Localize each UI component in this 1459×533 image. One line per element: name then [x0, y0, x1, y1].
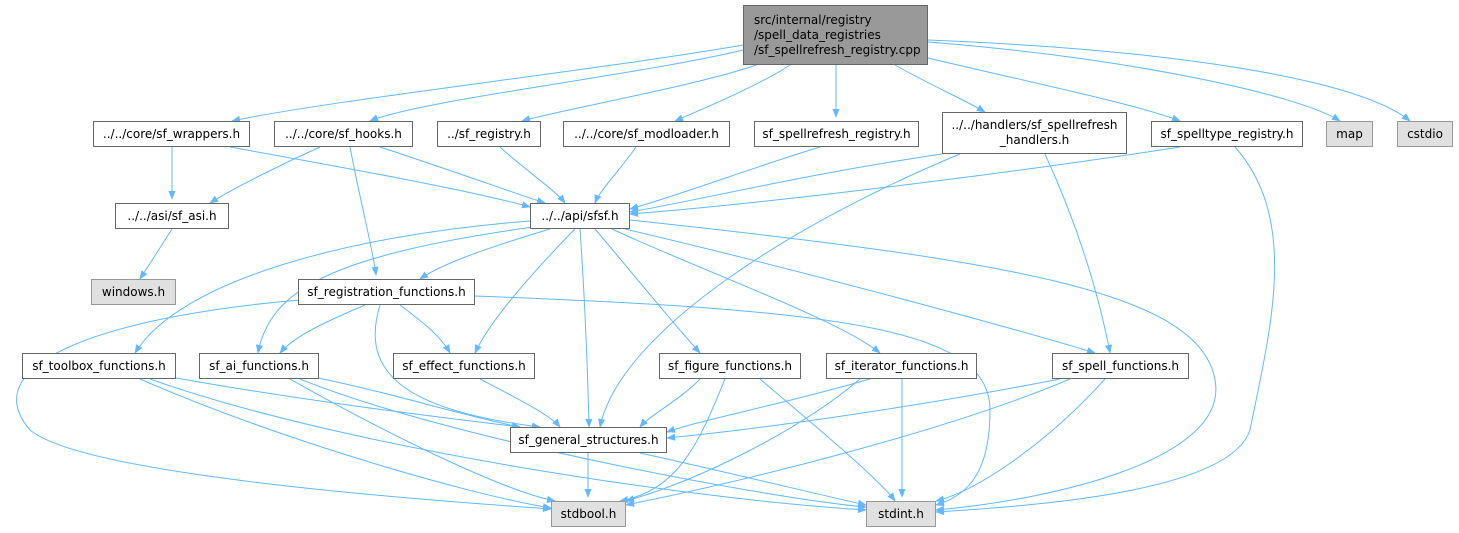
- edge-handlers-spellfuncs: [1044, 153, 1113, 354]
- edge-hooks-sfsf: [379, 146, 546, 204]
- edge-ai-stdbool: [289, 378, 556, 503]
- edge-spellfuncs-stdbool: [625, 378, 1071, 507]
- edge-iterator-general: [666, 378, 871, 433]
- edge-figure-stdint: [759, 378, 896, 502]
- edge-general-stdint: [639, 452, 867, 507]
- edge-figure-stdbool: [619, 378, 726, 504]
- edge-root-spelltype: [927, 57, 1181, 122]
- node-sf-general-structures[interactable]: sf_general_structures.h: [510, 427, 667, 453]
- edge-root-cstdio: [927, 39, 1411, 122]
- node-sf-figure-functions[interactable]: sf_figure_functions.h: [659, 353, 801, 379]
- edge-sfsf-figure: [594, 228, 701, 354]
- edge-hooks-regfuncs: [349, 146, 379, 276]
- edge-sfsf-spellfuncs: [624, 228, 1096, 355]
- node-sf-registration-functions[interactable]: sf_registration_functions.h: [298, 279, 475, 305]
- edge-root-map: [927, 41, 1341, 122]
- node-map: map: [1326, 121, 1373, 147]
- node-sf-spellrefresh-handlers[interactable]: ../../handlers/sf_spellrefresh _handlers…: [942, 112, 1127, 154]
- node-sf-hooks[interactable]: ../../core/sf_hooks.h: [274, 121, 413, 147]
- node-sf-spell-functions[interactable]: sf_spell_functions.h: [1052, 353, 1189, 379]
- edge-spellfuncs-general: [666, 378, 1061, 441]
- edge-root-hooks: [369, 49, 744, 122]
- node-sf-iterator-functions[interactable]: sf_iterator_functions.h: [826, 353, 977, 379]
- edge-toolbox-stdbool: [139, 378, 552, 511]
- edge-regfuncs-stdbool: [16, 299, 552, 512]
- node-sf-registry[interactable]: ../sf_registry.h: [437, 121, 541, 147]
- node-stdint: stdint.h: [866, 501, 936, 527]
- node-sf-asi[interactable]: ../../asi/sf_asi.h: [115, 203, 229, 229]
- edge-sfsf-toolbox: [134, 220, 531, 354]
- edge-sfsf-iterator: [611, 228, 881, 354]
- edge-toolbox-stdint: [149, 378, 867, 514]
- edge-ai-general: [317, 377, 521, 429]
- node-sf-spelltype-registry[interactable]: sf_spelltype_registry.h: [1151, 121, 1303, 147]
- edge-wrappers-sfsf: [229, 146, 531, 209]
- edge-handlers-sfsf: [629, 153, 943, 215]
- edge-sfsf-regfuncs: [419, 228, 551, 280]
- node-sf-wrappers[interactable]: ../../core/sf_wrappers.h: [93, 121, 250, 147]
- node-sf-modloader[interactable]: ../../core/sf_modloader.h: [563, 121, 730, 147]
- edge-regfuncs-general: [374, 304, 541, 430]
- edge-ai-stdint: [299, 378, 867, 510]
- node-sf-spellrefresh-registry[interactable]: sf_spellrefresh_registry.h: [754, 121, 919, 147]
- edge-root-wrappers: [231, 44, 744, 123]
- node-sf-ai-functions[interactable]: sf_ai_functions.h: [199, 353, 319, 379]
- edge-hooks-asi: [209, 146, 321, 204]
- node-sfsf[interactable]: ../../api/sfsf.h: [530, 203, 630, 229]
- edge-effect-general: [479, 378, 561, 428]
- node-windows: windows.h: [91, 279, 176, 305]
- edge-asi-windows: [139, 228, 173, 280]
- edge-sfsf-effect: [474, 228, 576, 354]
- node-cstdio: cstdio: [1397, 121, 1453, 147]
- edge-regfuncs-effect: [399, 304, 451, 354]
- edge-handlers-general: [598, 153, 961, 428]
- edge-spellfuncs-stdint: [935, 378, 1106, 503]
- node-stdbool: stdbool.h: [551, 501, 626, 527]
- edge-regfuncs-ai: [279, 304, 366, 354]
- edge-sfsf-stdint: [629, 219, 1217, 513]
- edge-root-handlers: [894, 64, 986, 113]
- edge-spelltype-stdint: [935, 146, 1276, 516]
- edge-iterator-stdbool: [625, 378, 861, 503]
- edge-spelltype-sfsf: [629, 146, 1181, 217]
- edge-sfsf-ai: [255, 225, 541, 354]
- edge-spellrefresh-sfsf: [629, 146, 821, 211]
- edge-figure-general: [639, 378, 701, 428]
- node-root-file: src/internal/registry /spell_data_regist…: [743, 5, 928, 65]
- edge-registry-sfsf: [499, 146, 566, 204]
- node-sf-effect-functions[interactable]: sf_effect_functions.h: [393, 353, 535, 379]
- edge-modloader-sfsf: [594, 146, 637, 204]
- edge-sfsf-general: [579, 228, 593, 428]
- edge-toolbox-general: [175, 377, 521, 430]
- node-sf-toolbox-functions[interactable]: sf_toolbox_functions.h: [22, 353, 176, 379]
- edge-root-modloader: [674, 64, 791, 122]
- edge-root-registry: [521, 64, 757, 123]
